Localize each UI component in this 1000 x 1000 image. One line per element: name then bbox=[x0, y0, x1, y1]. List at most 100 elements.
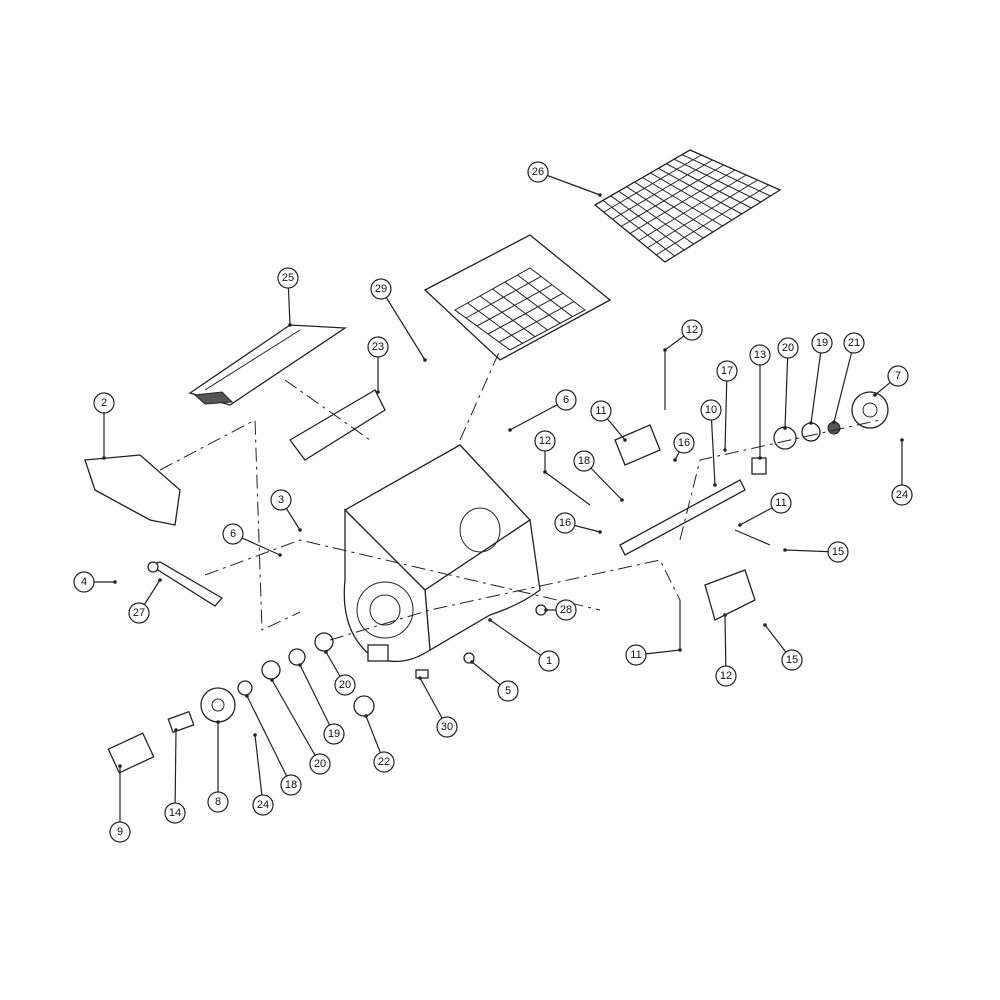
leader-arrow bbox=[113, 580, 117, 584]
bracket-upper bbox=[614, 424, 661, 466]
leader-arrow bbox=[298, 663, 302, 667]
leader-arrow bbox=[783, 548, 787, 552]
callout-19: 19 bbox=[323, 723, 345, 745]
leader-line bbox=[833, 342, 855, 423]
callout-16: 16 bbox=[673, 432, 695, 454]
leader-arrow bbox=[418, 676, 422, 680]
ring-20-left bbox=[314, 632, 334, 652]
callout-27: 27 bbox=[128, 602, 150, 624]
callout-number: 6 bbox=[563, 394, 569, 406]
leader-line bbox=[537, 171, 601, 196]
callout-28: 28 bbox=[555, 599, 577, 621]
hopper-body bbox=[343, 444, 541, 663]
leader-arrow bbox=[470, 660, 474, 664]
callout-8: 8 bbox=[207, 791, 229, 813]
callout-24: 24 bbox=[891, 484, 913, 506]
leader-arrow bbox=[663, 348, 667, 352]
axle-bar bbox=[619, 479, 746, 556]
bracket-lower bbox=[704, 569, 756, 621]
callout-20: 20 bbox=[777, 337, 799, 359]
callout-5: 5 bbox=[497, 680, 519, 702]
callout-number: 30 bbox=[441, 721, 453, 733]
callout-number: 6 bbox=[230, 528, 236, 540]
leader-arrow bbox=[758, 456, 762, 460]
callout-29: 29 bbox=[370, 278, 392, 300]
callout-20: 20 bbox=[334, 674, 356, 696]
leader-arrow bbox=[873, 393, 877, 397]
callout-15: 15 bbox=[781, 649, 803, 671]
callout-number: 3 bbox=[278, 494, 284, 506]
callout-15: 15 bbox=[827, 541, 849, 563]
cylinder bbox=[147, 561, 224, 607]
callout-number: 7 bbox=[895, 370, 901, 382]
pin-30 bbox=[415, 669, 429, 679]
callout-1: 1 bbox=[538, 650, 560, 672]
washer-19 bbox=[801, 422, 821, 442]
leader-line bbox=[380, 288, 426, 361]
callout-number: 20 bbox=[339, 679, 351, 691]
callout-18: 18 bbox=[573, 450, 595, 472]
hub-8 bbox=[200, 687, 236, 723]
bushing-22 bbox=[353, 695, 375, 717]
callout-11: 11 bbox=[590, 400, 612, 422]
callout-26: 26 bbox=[527, 161, 549, 183]
callout-21: 21 bbox=[843, 332, 865, 354]
callout-number: 28 bbox=[560, 604, 572, 616]
leader-line bbox=[710, 409, 716, 486]
hopper-tray bbox=[423, 234, 612, 361]
callout-number: 12 bbox=[539, 435, 551, 447]
callout-number: 14 bbox=[169, 807, 181, 819]
side-cover bbox=[84, 454, 181, 526]
callout-22: 22 bbox=[373, 751, 395, 773]
bushing-left bbox=[367, 644, 389, 662]
leader-arrow bbox=[288, 323, 292, 327]
callout-number: 15 bbox=[786, 654, 798, 666]
callout-9: 9 bbox=[109, 821, 131, 843]
callout-6: 6 bbox=[222, 523, 244, 545]
callout-17: 17 bbox=[716, 360, 738, 382]
callout-number: 5 bbox=[505, 685, 511, 697]
callout-number: 8 bbox=[215, 796, 221, 808]
leader-arrow bbox=[270, 678, 274, 682]
callout-number: 19 bbox=[328, 728, 340, 740]
callout-number: 17 bbox=[721, 365, 733, 377]
callout-number: 16 bbox=[559, 517, 571, 529]
callout-number: 16 bbox=[678, 437, 690, 449]
leader-line bbox=[271, 679, 321, 765]
leader-arrow bbox=[216, 720, 220, 724]
bushing-13 bbox=[751, 457, 767, 475]
callout-13: 13 bbox=[749, 344, 771, 366]
callout-number: 10 bbox=[705, 404, 717, 416]
callout-number: 15 bbox=[832, 546, 844, 558]
callout-24: 24 bbox=[252, 794, 274, 816]
callout-23: 23 bbox=[367, 336, 389, 358]
callout-number: 12 bbox=[720, 670, 732, 682]
callout-number: 11 bbox=[595, 405, 606, 417]
callout-number: 24 bbox=[257, 799, 269, 811]
leader-arrow bbox=[809, 421, 813, 425]
leader-arrow bbox=[544, 608, 548, 612]
callout-number: 11 bbox=[775, 497, 786, 509]
leader-arrow bbox=[713, 483, 717, 487]
callout-25: 25 bbox=[277, 267, 299, 289]
leader-arrow bbox=[738, 523, 742, 527]
leader-arrow bbox=[832, 420, 836, 424]
washer-19-left bbox=[288, 648, 306, 666]
ring-20-left-b bbox=[261, 660, 281, 680]
motor-9 bbox=[107, 732, 155, 774]
leader-arrow bbox=[324, 650, 328, 654]
leader-arrow bbox=[623, 438, 627, 442]
callout-number: 23 bbox=[372, 341, 384, 353]
callout-30: 30 bbox=[436, 716, 458, 738]
callout-3: 3 bbox=[270, 489, 292, 511]
grid-screen bbox=[593, 149, 782, 263]
leader-arrow bbox=[158, 578, 162, 582]
callout-number: 26 bbox=[532, 166, 544, 178]
leader-line bbox=[174, 729, 177, 814]
callout-18: 18 bbox=[280, 774, 302, 796]
leader-arrow bbox=[763, 623, 767, 627]
leader-arrow bbox=[598, 530, 602, 534]
leader-arrow bbox=[488, 618, 492, 622]
callout-number: 19 bbox=[816, 337, 828, 349]
